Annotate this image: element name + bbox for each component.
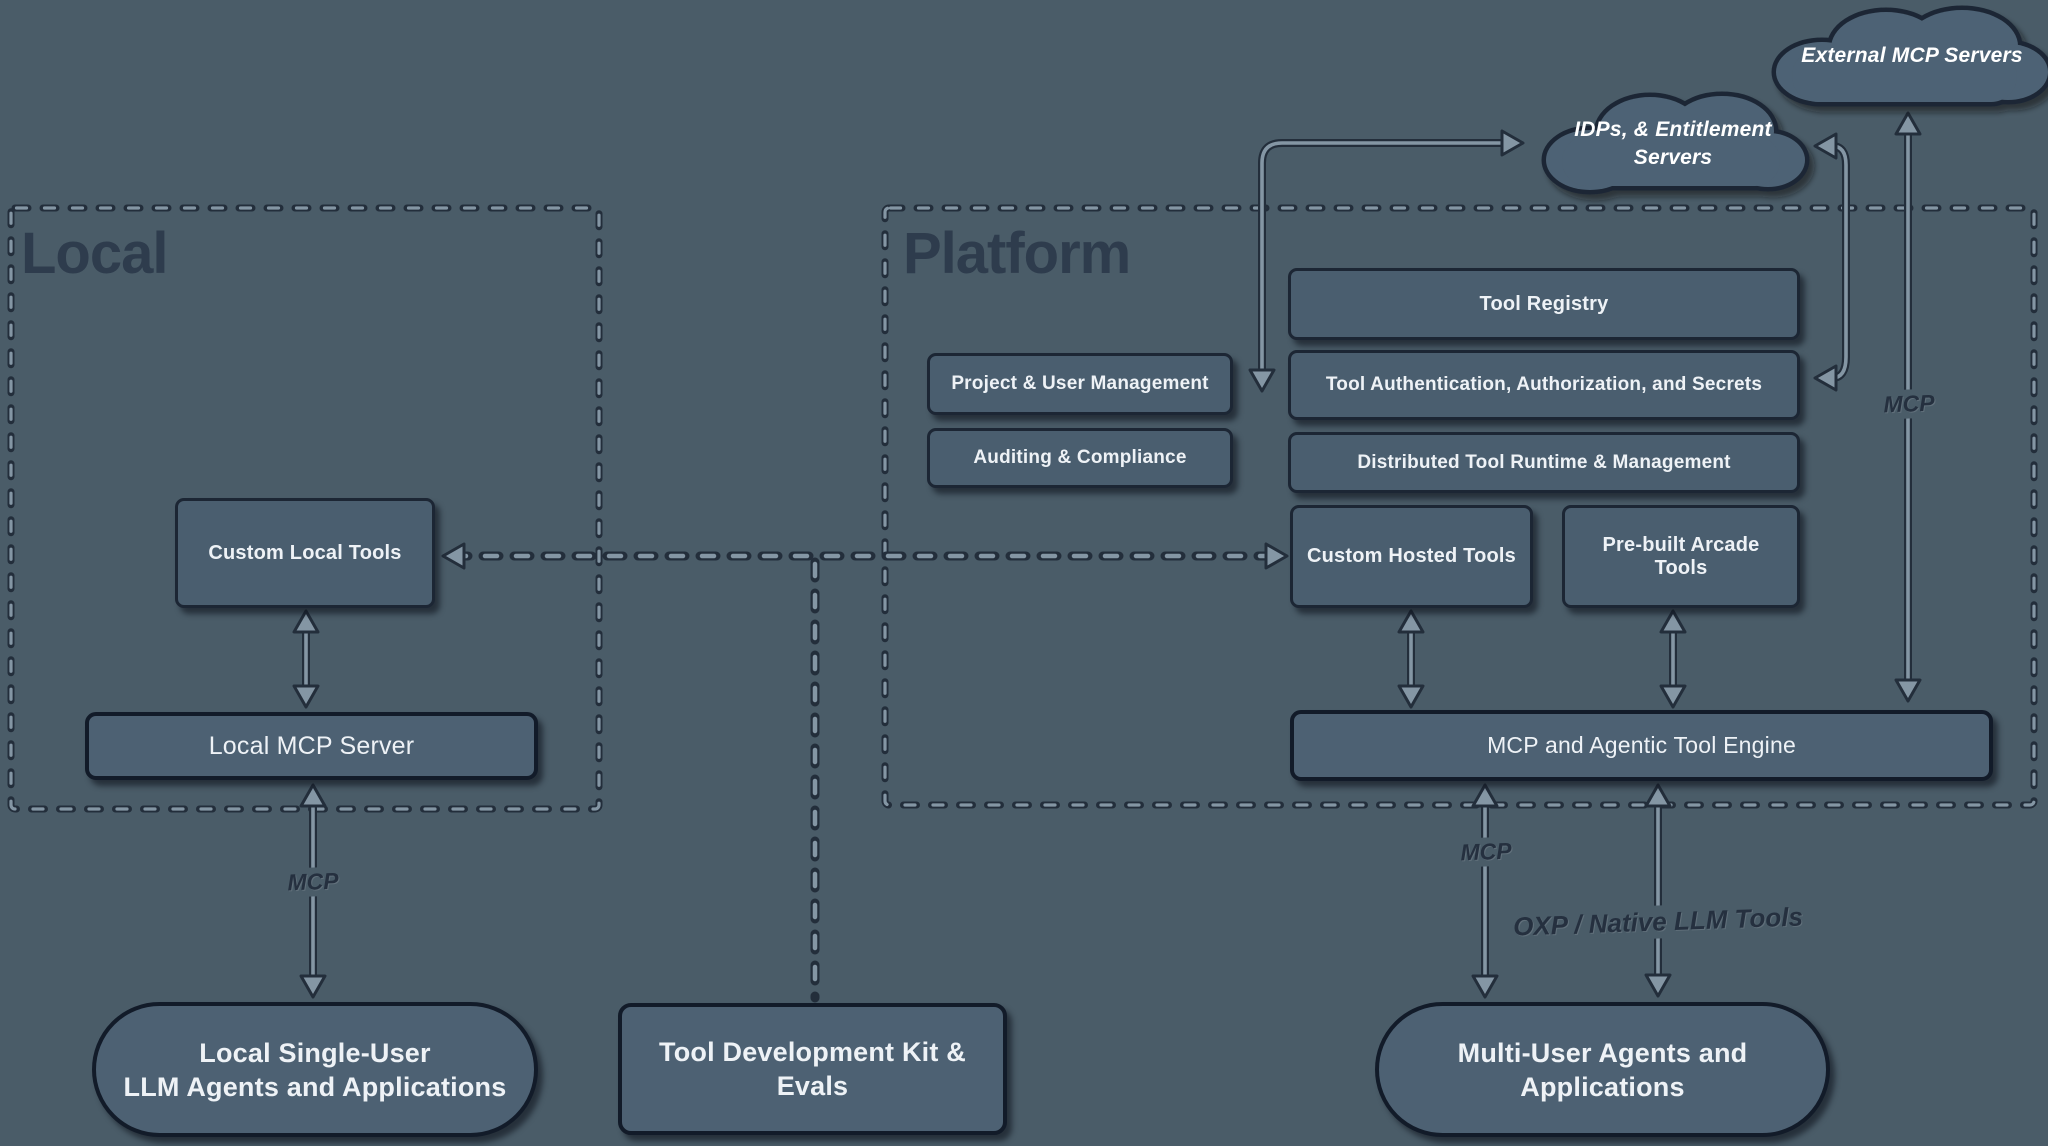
arrow-localmcp-agents xyxy=(299,783,327,999)
arrow-idp-toolauth xyxy=(1813,132,1850,392)
external-mcp-servers-cloud xyxy=(1771,5,2048,107)
local-container-border xyxy=(7,204,603,813)
idp-entitlement-cloud xyxy=(1541,91,1810,195)
arrow-idp-projectmgmt xyxy=(1248,129,1525,393)
arrow-engine-multiuser-oxp xyxy=(1644,783,1672,998)
arrow-engine-multiuser-mcp xyxy=(1471,783,1499,999)
dashed-connector-local-hosted xyxy=(441,542,1289,1003)
arrow-externalcloud-engine xyxy=(1894,111,1922,703)
arrow-customlocal-localmcp xyxy=(292,609,320,709)
arrow-prebuilt-engine xyxy=(1659,609,1687,709)
arrow-customhosted-engine xyxy=(1397,609,1425,709)
platform-container-border xyxy=(881,204,2038,809)
